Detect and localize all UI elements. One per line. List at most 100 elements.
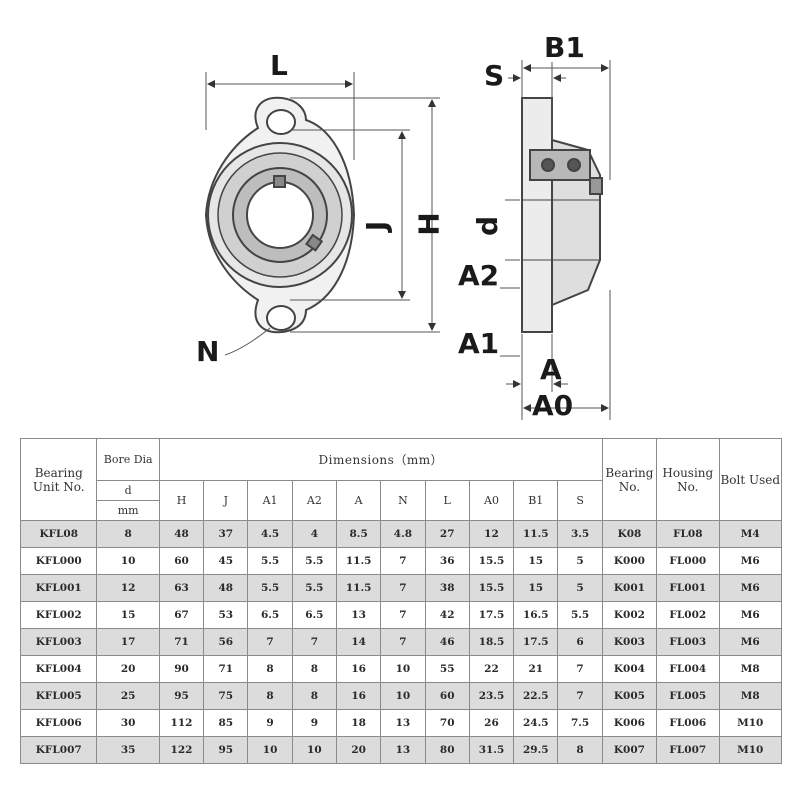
table-cell: 55 bbox=[424, 655, 470, 683]
table-cell: 11.5 bbox=[513, 520, 559, 548]
table-cell: 5.5 bbox=[291, 547, 338, 575]
table-cell: M6 bbox=[718, 628, 782, 656]
table-cell: 12 bbox=[468, 520, 515, 548]
table-cell: 15 bbox=[96, 601, 160, 629]
header-col-A0: A0 bbox=[468, 480, 515, 521]
table-cell: 67 bbox=[158, 601, 205, 629]
table-cell: 42 bbox=[424, 601, 470, 629]
table-cell: K004 bbox=[601, 655, 658, 683]
label-S: S bbox=[484, 59, 505, 92]
table-cell: 15.5 bbox=[468, 574, 515, 602]
header-col-S: S bbox=[557, 480, 603, 521]
table-cell: 70 bbox=[424, 709, 470, 737]
label-L: L bbox=[270, 49, 288, 82]
header-bolt-used: Bolt Used bbox=[718, 438, 782, 521]
table-cell: 7 bbox=[380, 628, 426, 656]
table-cell: 11.5 bbox=[335, 574, 382, 602]
header-col-J: J bbox=[203, 480, 249, 521]
table-cell: 48 bbox=[203, 574, 249, 602]
table-cell: 15.5 bbox=[468, 547, 515, 575]
set-screw-side bbox=[305, 233, 324, 252]
table-cell: 9 bbox=[291, 709, 338, 737]
set-screw-top bbox=[273, 175, 286, 188]
table-cell: 95 bbox=[203, 736, 249, 764]
table-cell: 20 bbox=[96, 655, 160, 683]
table-cell: 18.5 bbox=[468, 628, 515, 656]
table-cell: M6 bbox=[718, 601, 782, 629]
table-cell: 112 bbox=[158, 709, 205, 737]
table-cell: 8 bbox=[247, 655, 293, 683]
table-cell: 5 bbox=[557, 574, 603, 602]
table-cell: 13 bbox=[380, 709, 426, 737]
table-cell: 14 bbox=[335, 628, 382, 656]
header-col-L: L bbox=[424, 480, 470, 521]
header-col-A1: A1 bbox=[247, 480, 293, 521]
table-cell: K000 bbox=[601, 547, 658, 575]
table-cell: KFL006 bbox=[19, 709, 98, 737]
side-view bbox=[521, 97, 603, 333]
table-cell: 46 bbox=[424, 628, 470, 656]
table-cell: FL001 bbox=[656, 574, 720, 602]
table-cell: 26 bbox=[468, 709, 515, 737]
table-cell: FL004 bbox=[656, 655, 720, 683]
table-cell: 8 bbox=[247, 682, 293, 710]
header-bore-d: d bbox=[96, 480, 160, 501]
drawing-lines bbox=[204, 60, 611, 420]
table-cell: 11.5 bbox=[335, 547, 382, 575]
table-cell: 60 bbox=[158, 547, 205, 575]
table-cell: 9 bbox=[247, 709, 293, 737]
table-cell: FL08 bbox=[656, 520, 720, 548]
table-cell: 17.5 bbox=[468, 601, 515, 629]
table-cell: 22 bbox=[468, 655, 515, 683]
bottom-bolt-hole bbox=[266, 305, 296, 331]
table-cell: 7.5 bbox=[557, 709, 603, 737]
label-A2: A2 bbox=[458, 259, 500, 292]
table-cell: 10 bbox=[96, 547, 160, 575]
table-cell: 31.5 bbox=[468, 736, 515, 764]
table-cell: 10 bbox=[247, 736, 293, 764]
label-d: d bbox=[471, 215, 505, 237]
table-cell: 17.5 bbox=[513, 628, 559, 656]
table-cell: 95 bbox=[158, 682, 205, 710]
table-cell: 85 bbox=[203, 709, 249, 737]
table-cell: 7 bbox=[380, 601, 426, 629]
table-cell: 20 bbox=[335, 736, 382, 764]
table-cell: 5.5 bbox=[557, 601, 603, 629]
front-view bbox=[204, 96, 356, 334]
table-cell: 5.5 bbox=[247, 547, 293, 575]
table-cell: 30 bbox=[96, 709, 160, 737]
table-cell: 4 bbox=[291, 520, 338, 548]
table-cell: KFL001 bbox=[19, 574, 98, 602]
table-cell: 8 bbox=[291, 682, 338, 710]
table-cell: 4.5 bbox=[247, 520, 293, 548]
label-A: A bbox=[540, 353, 562, 386]
table-cell: FL003 bbox=[656, 628, 720, 656]
table-cell: 90 bbox=[158, 655, 205, 683]
table-cell: 5.5 bbox=[247, 574, 293, 602]
table-cell: 24.5 bbox=[513, 709, 559, 737]
table-cell: 35 bbox=[96, 736, 160, 764]
table-cell: 71 bbox=[158, 628, 205, 656]
table-cell: 7 bbox=[557, 682, 603, 710]
table-cell: 56 bbox=[203, 628, 249, 656]
label-J: J bbox=[360, 220, 394, 232]
table-cell: 37 bbox=[203, 520, 249, 548]
header-col-H: H bbox=[158, 480, 205, 521]
table-cell: K006 bbox=[601, 709, 658, 737]
table-cell: K007 bbox=[601, 736, 658, 764]
header-col-N: N bbox=[380, 480, 426, 521]
table-cell: 16.5 bbox=[513, 601, 559, 629]
table-cell: 13 bbox=[380, 736, 426, 764]
header-housing-no: Housing No. bbox=[656, 438, 720, 521]
header-bore-mm: mm bbox=[96, 500, 160, 521]
table-cell: 13 bbox=[335, 601, 382, 629]
table-cell: 17 bbox=[96, 628, 160, 656]
table-cell: KFL000 bbox=[19, 547, 98, 575]
table-cell: 15 bbox=[513, 574, 559, 602]
table-cell: 75 bbox=[203, 682, 249, 710]
side-flange bbox=[521, 97, 553, 333]
side-dimensions bbox=[500, 60, 611, 420]
